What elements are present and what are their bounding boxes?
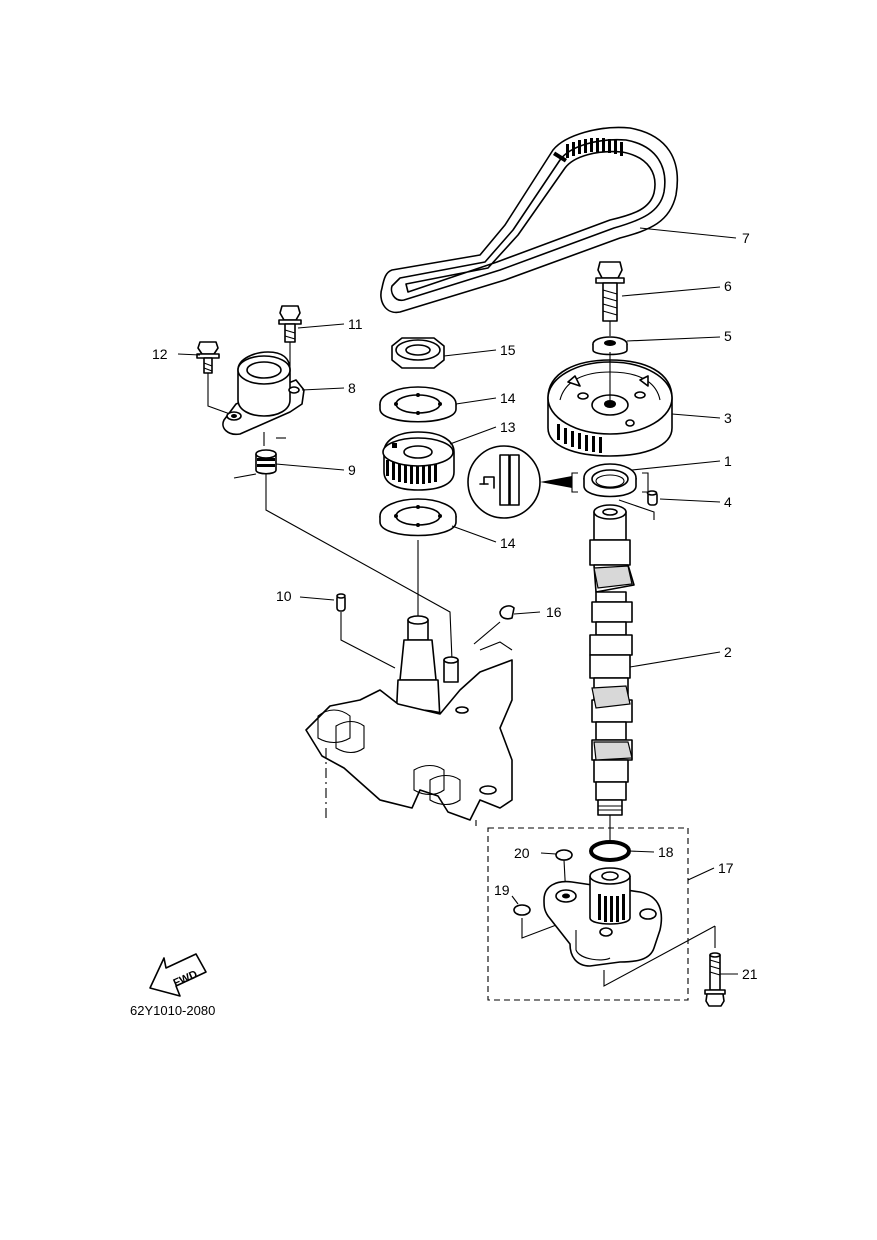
callout-18: 18	[658, 844, 674, 860]
oil-seal[interactable]	[583, 463, 637, 498]
callout-16: 16	[546, 604, 562, 620]
woodruff-key[interactable]	[499, 605, 515, 620]
timing-belt[interactable]	[380, 126, 679, 314]
callout-20: 20	[514, 845, 530, 861]
collar[interactable]	[255, 432, 286, 475]
callout-12: 12	[152, 346, 168, 362]
oil-pump-bolt[interactable]	[704, 952, 726, 1007]
camshaft[interactable]	[589, 504, 635, 816]
callout-13: 13	[500, 419, 516, 435]
diagram-code: 62Y1010-2080	[130, 1003, 215, 1018]
callout-7: 7	[742, 230, 750, 246]
callout-21: 21	[742, 966, 758, 982]
pulley-teeth	[557, 424, 602, 453]
belt-tensioner[interactable]	[222, 351, 305, 436]
callout-5: 5	[724, 328, 732, 344]
dowel-pin[interactable]	[646, 490, 658, 506]
nut[interactable]	[391, 337, 445, 369]
washer[interactable]	[592, 336, 628, 356]
tensioner-stud-bolt[interactable]	[196, 341, 220, 374]
camshaft-pulley[interactable]	[547, 359, 673, 457]
callout-8: 8	[348, 380, 356, 396]
crankcase-reference	[305, 615, 513, 826]
pulley-plate-upper[interactable]	[379, 386, 457, 423]
pulley-plate-lower[interactable]	[379, 498, 457, 537]
callout-10: 10	[276, 588, 292, 604]
dowel-pin-10[interactable]	[336, 593, 346, 612]
callout-19: 19	[494, 882, 510, 898]
drive-pulley[interactable]	[382, 431, 455, 491]
callout-6: 6	[724, 278, 732, 294]
o-ring-small-20[interactable]	[555, 849, 573, 861]
belt-teeth	[553, 138, 623, 163]
tensioner-bolt[interactable]	[278, 305, 302, 343]
camshaft-pulley-bolt[interactable]	[595, 261, 625, 322]
callout-3: 3	[724, 410, 732, 426]
forward-direction-arrow: FWD	[149, 953, 207, 997]
callout-15: 15	[500, 342, 516, 358]
callout-4: 4	[724, 494, 732, 510]
oil-pump[interactable]	[543, 867, 663, 967]
callout-11: 11	[348, 316, 363, 332]
callout-2: 2	[724, 644, 732, 660]
seal-detail-magnifier	[467, 445, 572, 519]
callout-14-upper: 14	[500, 390, 516, 406]
oil-pump-assy-box	[487, 827, 689, 1001]
o-ring-large[interactable]	[589, 840, 631, 862]
callout-1: 1	[724, 453, 732, 469]
callout-17: 17	[718, 860, 734, 876]
callout-14-lower: 14	[500, 535, 516, 551]
o-ring-small-19[interactable]	[513, 904, 531, 916]
callout-9: 9	[348, 462, 356, 478]
